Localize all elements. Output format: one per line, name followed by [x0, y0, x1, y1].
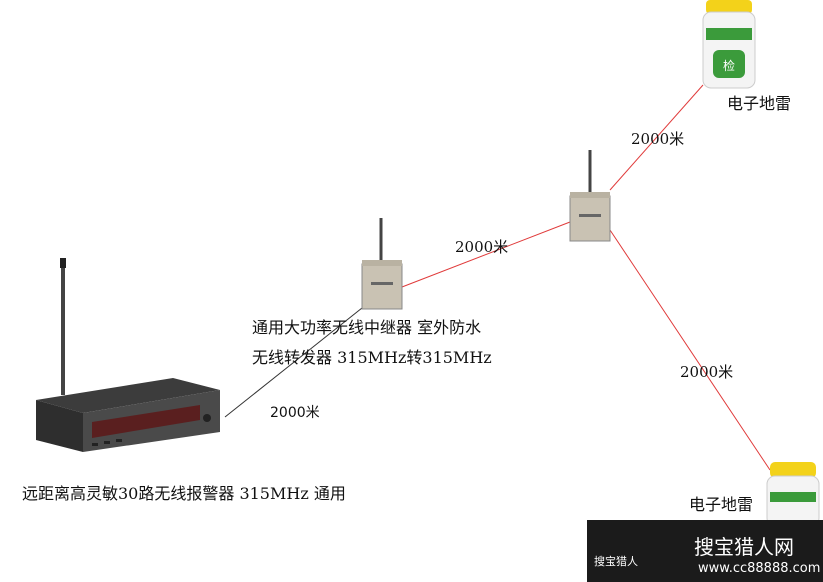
watermark-name: 搜宝猎人网	[694, 535, 794, 559]
link-repeater2-mine-bottom	[609, 229, 771, 471]
receiver-device	[36, 258, 220, 452]
mine-bottom-label: 电子地雷	[689, 495, 754, 514]
distance-label-repeater2-mine-top: 2000米	[631, 130, 685, 148]
receiver-caption: 远距离高灵敏30路无线报警器 315MHz 通用	[22, 484, 346, 503]
distance-label-receiver-repeater1: 2000米	[270, 405, 320, 421]
link-repeater2-mine-top	[609, 84, 704, 191]
watermark-banner	[587, 520, 823, 582]
link-receiver-repeater1	[224, 307, 363, 418]
mine-top-bottle: 检	[702, 0, 756, 89]
mine-bottom-bottle	[766, 462, 820, 527]
watermark-logo-text: 搜宝猎人	[594, 555, 638, 568]
svg-text:检: 检	[723, 58, 735, 73]
distance-label-repeater1-repeater2: 2000米	[455, 238, 509, 256]
link-repeater1-repeater2	[401, 221, 571, 288]
repeater-2	[569, 150, 611, 242]
mine-top-label: 电子地雷	[727, 94, 792, 113]
distance-label-repeater2-mine-bottom: 2000米	[680, 363, 734, 381]
repeater-caption-line1: 通用大功率无线中继器 室外防水	[252, 318, 482, 337]
repeater-caption-line2: 无线转发器 315MHz转315MHz	[252, 348, 492, 367]
repeater-1	[361, 218, 403, 310]
watermark-url: www.cc88888.com	[698, 561, 821, 576]
